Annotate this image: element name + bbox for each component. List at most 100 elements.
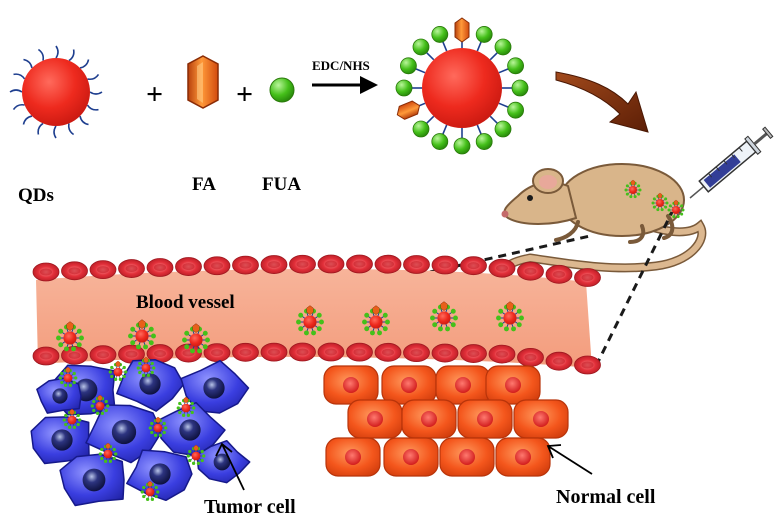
nucleus-icon [345,449,361,465]
ligand-strand [415,68,426,74]
quantum-dot [9,45,103,139]
ligand-strand [37,122,44,135]
ligand-strand [22,115,33,125]
conjugated-qd-icon [182,323,210,354]
conjugated-qd-icon [496,301,524,332]
normal-cell-cluster [323,365,569,477]
conjugated-qd-icon [176,396,196,417]
nucleus-icon [515,449,531,465]
blood-vessel-label: Blood vessel [136,292,235,313]
fua-sphere-icon [431,26,449,43]
tumor-cell-label: Tumor cell [204,496,296,518]
fua-sphere-icon [507,57,524,75]
conjugated-qd-icon [90,394,110,415]
fua-sphere-icon [511,79,529,97]
nucleus-icon [403,449,419,465]
nucleus-icon [343,377,359,393]
ligand-strand [79,59,90,69]
fua-sphere-icon [494,120,512,138]
vessel-wall-upper [32,254,601,287]
fua-sphere-icon [507,101,524,119]
fua-sphere-icon [412,38,430,56]
conjugated-qd-icon [62,408,82,429]
nucleus-icon [213,453,231,471]
ligand-strand [498,68,509,74]
ligand-strand [87,73,100,81]
mouse-icon [500,163,707,281]
fua-sphere-icon [431,133,449,150]
conjugated-qd-icon [362,305,390,336]
nucleus-icon [367,411,383,427]
ligand-strand [426,52,435,61]
curved-arrow-icon [555,71,649,133]
nucleus-icon [401,377,417,393]
folic-acid-icon [187,55,219,109]
ligand-strand [476,124,482,135]
ligand-strand [67,123,75,136]
ligand-strand [86,104,99,111]
qd-core-icon [422,48,502,128]
fua-sphere-icon [453,137,471,155]
ligand-strand [489,115,498,124]
ligand-strand [13,73,26,80]
nucleus-icon [139,373,161,395]
folic-acid-icon [454,17,470,43]
ligand-strand [442,41,448,52]
nucleus-icon [477,411,493,427]
fua-sphere-icon [475,26,493,43]
nucleus-icon [459,449,475,465]
normal-cell-pointer-icon [546,444,593,475]
nucleus-icon [421,411,437,427]
circulating-qds [56,301,524,354]
ligand-strand [37,48,45,61]
reaction-arrow-icon [312,76,378,94]
ligand-strand [489,52,498,61]
nucleus-icon [505,377,521,393]
nucleus-icon [203,377,225,399]
nucleus-icon [52,388,68,404]
conjugated-qd-icon [58,366,78,387]
zoom-guide-line-lower [594,211,674,367]
conjugated-qd-icon [148,416,168,437]
plus-sign-1: + [146,78,163,111]
qd-core-icon [22,58,90,126]
mouse-injected-qds [624,179,685,219]
tumor-cell-pointer-icon [215,442,245,491]
vessel-wall-lower [32,342,601,375]
nucleus-icon [533,411,549,427]
fa-label: FA [192,174,216,195]
tumor-cell-cluster [30,359,251,507]
folic-acid-icon [396,100,421,120]
fua-sphere-icon [269,77,295,103]
conjugated-quantum-dot [395,17,529,155]
fua-sphere-icon [475,133,493,150]
normal-cell-label: Normal cell [556,486,656,508]
conjugated-qd-icon [136,356,156,377]
ligand-strand [426,115,435,124]
ligand-strand [12,103,25,111]
nucleus-icon [149,463,171,485]
syringe-icon [689,126,774,199]
fua-sphere-icon [400,57,417,75]
ligand-strand [442,124,448,135]
conjugated-qd-icon [296,305,324,336]
conjugated-qd-icon [56,321,84,352]
ligand-strand [68,49,75,62]
fua-sphere-icon [494,38,512,56]
nucleus-icon [455,377,471,393]
nucleus-icon [82,468,106,492]
ligand-strand [55,45,59,59]
ligand-strand [476,41,482,52]
ligand-strand [89,91,103,95]
ligand-strand [79,115,89,126]
conjugated-qd-icon [140,480,160,501]
fua-sphere-icon [412,120,430,138]
plus-sign-2: + [236,78,253,111]
reaction-condition-label: EDC/NHS [312,58,370,73]
fua-label: FUA [262,174,301,195]
conjugated-qd-icon [186,444,206,465]
conjugated-qd-icon [98,442,118,463]
conjugated-qd-icon [108,360,128,381]
ligand-strand [9,89,23,93]
